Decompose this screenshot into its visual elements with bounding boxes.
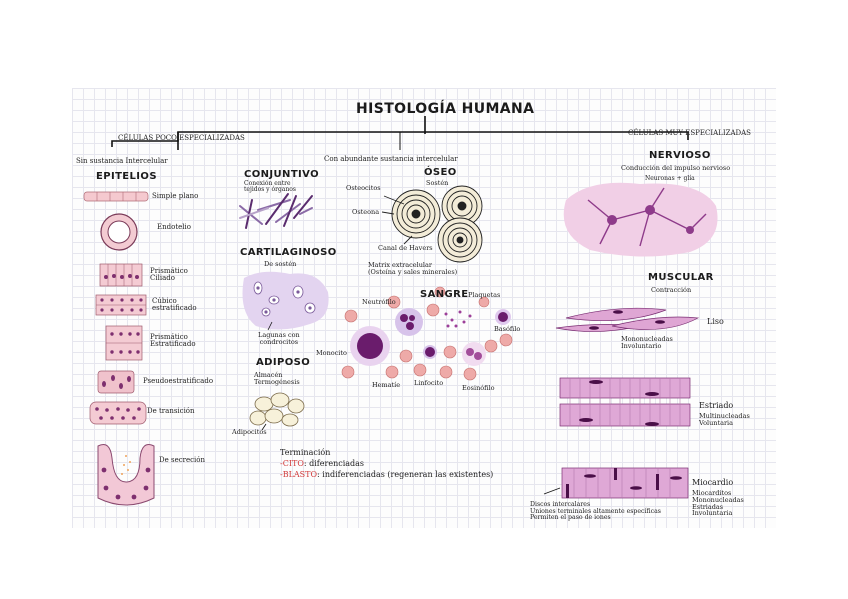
blasto-term: -BLASTO [280,470,318,479]
miocardio-note: Discos intercalares Uniones terminales a… [530,501,661,521]
cartilaginoso-drawing [242,271,329,331]
epitelio-label: Pseudoestratificado [143,377,214,385]
epitelio-label: Simple plano [152,192,199,200]
sangre-label: Eosinófilo [462,384,495,392]
prismatico-ciliado-drawing [99,263,143,287]
branch-con: Con abundante sustancia intercelular [324,155,458,163]
page-title: HISTOLOGÍA HUMANA [356,101,535,117]
cartilaginoso-title: CARTILAGINOSO [240,247,337,258]
cartilaginoso-note: Lagunas con condrocitos [258,331,300,346]
nervioso-drawing [563,182,718,257]
tree-lines [111,116,689,150]
sangre-drawing [341,286,513,381]
endotelio-drawing [100,213,138,251]
adiposo-title: ADIPOSO [256,357,311,368]
branch-poco: CÉLULAS POCO ESPECIALIZADAS [118,134,245,142]
cito-term: -CITO [280,459,304,468]
adiposo-drawing [249,392,305,431]
simple-plano-drawing [83,191,149,202]
oseo-title: ÓSEO [424,167,457,178]
epitelio-label: De transición [147,407,195,415]
oseo-drawing [381,185,483,263]
epitelio-label: De secreción [159,456,206,464]
muscular-desc: Contracción [651,286,692,294]
muscular-title: MUSCULAR [648,272,714,283]
oseo-label: Canal de Havers [378,244,433,252]
sangre-label: Linfocito [414,379,444,387]
conjuntivo-drawing [239,193,313,229]
epitelio-label: Prismático Ciliado [150,267,188,283]
miocardio-name: Miocardio [692,478,734,487]
sangre-label: Hematíe [372,381,401,389]
miocardio-desc: Miocarditos Mononucleadas Estriadas Invo… [692,489,744,518]
adiposo-note: Adipocitos [232,428,267,436]
nervioso-sub: Neuronas + glía [645,175,695,182]
cartilaginoso-desc: De sostén [264,260,297,268]
sangre-label: Plaquetas [468,291,501,299]
sangre-label: Basófilo [494,325,521,333]
terminacion-cito: -CITO: diferenciadas [280,459,365,468]
sangre-label: Monocito [316,349,347,357]
oseo-label: Osteocitos [346,184,381,192]
liso-drawing [555,307,700,332]
prismatico-estratificado-drawing [105,325,143,361]
estriado-name: Estriado [699,401,734,410]
oseo-label: Osteona [352,208,380,216]
oseo-matrix: Matrix extracelular (Osteína y sales min… [368,261,458,276]
sangre-title: SANGRE [420,289,469,300]
oseo-desc: Sostén [426,179,449,187]
estriado-drawing [559,377,691,427]
nervioso-title: NERVIOSO [649,150,711,161]
branch-sin: Sin sustancia Intercelular [76,157,168,165]
paper-grid [72,88,776,528]
pseudoestratificado-drawing [97,370,135,394]
adiposo-desc: Almacén Termogénesis [254,371,300,386]
terminacion-blasto: -BLASTO: indiferenciadas (regeneran las … [280,470,494,479]
cubico-drawing [95,294,147,316]
liso-desc: Mononucleadas Involuntario [621,335,673,350]
estriado-desc: Multinucleadas Voluntaria [699,412,750,427]
liso-name: Liso [707,317,724,326]
conjuntivo-desc: Conexión entre tejidos y órganos [244,180,296,194]
nervioso-desc: Conducción del impulso nervioso [621,164,731,172]
epitelio-label: Endotelio [157,223,191,231]
epitelios-title: EPITELIOS [96,171,157,182]
miocardio-drawing [543,467,689,499]
conjuntivo-title: CONJUNTIVO [244,169,320,180]
secrecion-drawing [97,444,155,506]
epitelio-label: Cúbico estratificado [152,297,197,313]
sangre-label: Neutrófilo [362,298,396,306]
transicion-drawing [89,401,147,425]
epitelio-label: Prismático Estratificado [150,333,196,349]
branch-muy: CÉLULAS MUY ESPECIALIZADAS [628,129,751,137]
terminacion-title: Terminación [280,448,331,457]
